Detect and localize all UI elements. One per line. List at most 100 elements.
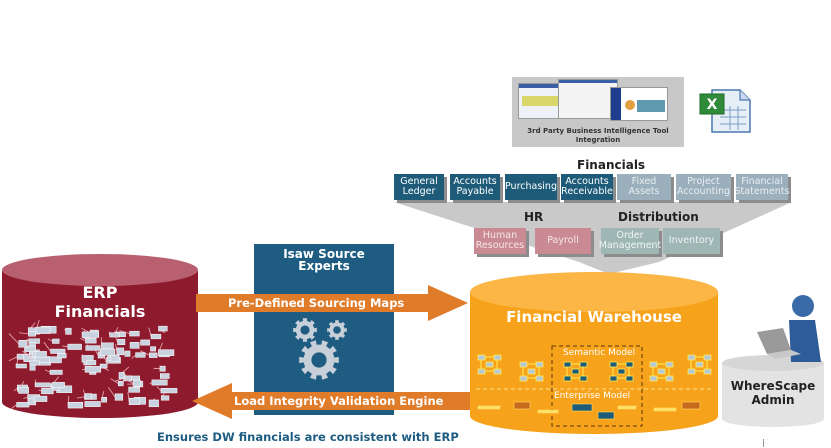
model-diagram — [477, 354, 502, 375]
erp-schema-link — [83, 389, 86, 397]
tile-label-line1: Accounts — [565, 176, 609, 187]
hr-heading: HR — [524, 210, 544, 224]
svg-text:X: X — [707, 97, 718, 113]
isaw-title-line1: Isaw Source — [283, 247, 365, 261]
tile-label-line2: Ledger — [402, 186, 436, 197]
erp-schema-table — [50, 348, 66, 354]
tile-label-line2: Payable — [456, 186, 494, 197]
enterprise-model-entity — [537, 409, 559, 414]
erp-schema-table — [24, 345, 36, 352]
warehouse-cylinder — [470, 272, 718, 434]
gear-small-right — [327, 320, 347, 340]
erp-schema-table — [117, 338, 126, 345]
erp-schema-table — [150, 346, 156, 352]
wherescape-admin: WhereScape Admin — [722, 355, 824, 427]
model-diagram — [649, 361, 674, 382]
erp-schema-table — [67, 401, 84, 409]
erp-title-line1: ERP — [82, 283, 118, 302]
enterprise-model-entity — [617, 405, 637, 410]
semantic-model-label: Semantic Model — [563, 348, 636, 358]
erp-schema-table — [129, 330, 140, 337]
erp-schema-table — [158, 325, 168, 332]
bi-integration-panel: 3rd Party Business Intelligence Tool Int… — [512, 77, 684, 147]
gears-icon — [293, 318, 347, 380]
erp-schema-table — [159, 373, 170, 379]
erp-schema-table — [18, 339, 28, 348]
erp-schema-table — [160, 395, 170, 401]
erp-schema-link — [83, 356, 87, 363]
forward-arrow-label: Pre-Defined Sourcing Maps — [228, 296, 405, 310]
erp-schema-link — [28, 353, 34, 357]
erp-schema-link — [76, 396, 85, 399]
erp-schema-table — [132, 379, 141, 387]
erp-schema-table — [114, 393, 124, 401]
enterprise-model-entity — [571, 403, 593, 412]
erp-schema-table — [57, 353, 67, 359]
erp-schema-table — [41, 387, 54, 395]
semantic-model-diagram — [609, 361, 634, 382]
tile-label-line1: Purchasing — [505, 181, 557, 192]
financials-heading: Financials — [577, 158, 646, 172]
erp-schema-table — [116, 347, 125, 356]
erp-schema-link — [22, 350, 30, 357]
footer-caption: Ensures DW financials are consistent wit… — [157, 430, 459, 444]
erp-schema-link — [108, 387, 116, 398]
erp-schema-link — [62, 345, 68, 348]
tile-label-line2: Statements — [734, 186, 790, 197]
semantic-model-box — [551, 345, 643, 427]
tile-label-line1: General — [400, 176, 438, 187]
tile-label: Purchasing — [505, 182, 557, 192]
user-laptop-icon — [757, 295, 821, 362]
erp-schema-table — [28, 331, 36, 337]
bi-screenshot-2 — [558, 79, 618, 119]
bi-caption-line2: Integration — [575, 136, 621, 144]
tile-label-line1: Payroll — [547, 235, 579, 246]
erp-schema-table — [101, 342, 114, 350]
erp-schema-table — [84, 366, 101, 373]
tile-label-line1: Accounts — [453, 176, 497, 187]
erp-schema-table — [65, 327, 72, 335]
erp-schema-link — [47, 338, 53, 342]
erp-schema-table — [110, 354, 120, 363]
gear-large — [299, 340, 339, 380]
forward-arrow — [196, 285, 468, 321]
erp-schema-link — [131, 354, 136, 359]
divider-tick — [763, 439, 764, 447]
tile-label: Inventory — [669, 236, 714, 246]
erp-cylinder — [2, 254, 198, 418]
module-funnel — [394, 202, 792, 274]
bi-caption-line1: 3rd Party Business Intelligence Tool — [527, 127, 669, 135]
erp-schema-table — [128, 397, 140, 405]
admin-label: WhereScape Admin — [722, 379, 824, 407]
financials-tile-purchasing: Purchasing — [505, 174, 557, 200]
erp-schema-table — [84, 393, 92, 400]
erp-schema-table — [140, 339, 150, 346]
bi-caption: 3rd Party Business Intelligence Tool Int… — [512, 127, 684, 145]
excel-spreadsheet-icon: X — [699, 89, 751, 133]
tile-label-line1: Human — [482, 230, 518, 241]
erp-schema-table — [15, 363, 27, 369]
erp-schema-table — [67, 343, 82, 350]
erp-schema-table — [35, 351, 47, 358]
erp-schema-table — [86, 360, 97, 366]
erp-schema-link — [104, 357, 108, 363]
erp-schema-table — [135, 352, 146, 358]
distribution-tile-inventory: Inventory — [663, 228, 720, 254]
erp-schema-table — [85, 337, 97, 344]
admin-label-line2: Admin — [751, 393, 795, 407]
erp-schema-link — [148, 327, 152, 337]
erp-schema-link — [13, 387, 18, 392]
erp-title-line2: Financials — [54, 302, 146, 321]
erp-schema-link — [44, 369, 51, 373]
erp-schema-table — [159, 365, 166, 372]
tile-label-line1: Financial — [741, 176, 783, 187]
tile-label-line2: Assets — [628, 186, 660, 197]
erp-schema-table — [151, 379, 168, 386]
tile-label-line2: Receivable — [561, 186, 613, 197]
erp-schema-table — [148, 399, 159, 408]
erp-schema-link — [149, 382, 153, 385]
erp-schema-table — [49, 369, 63, 375]
